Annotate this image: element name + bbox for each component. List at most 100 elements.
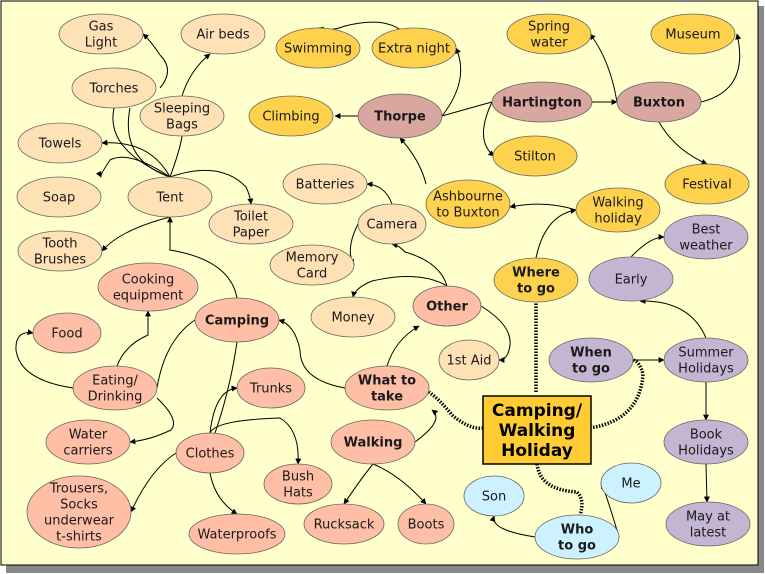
topic-node-shape — [275, 27, 361, 69]
connector-line — [489, 515, 536, 538]
topic-node-shape — [32, 312, 102, 354]
topic-node-soap[interactable]: Soap — [16, 176, 102, 218]
topic-node-museum[interactable]: Museum — [650, 13, 736, 55]
connector-line — [630, 234, 665, 258]
connector-line — [209, 385, 238, 434]
topic-node-label: Holidays — [678, 444, 734, 459]
topic-node-label: Eating/ — [92, 374, 138, 389]
topic-node-label: Soap — [43, 191, 75, 206]
topic-node-label: Festival — [682, 178, 732, 193]
topic-node-buxton[interactable]: Buxton — [616, 81, 702, 123]
topic-node-money[interactable]: Money — [310, 296, 396, 338]
topic-node-shape — [344, 365, 430, 411]
topic-node-label: Hartington — [502, 96, 582, 111]
topic-node-label: Air beds — [196, 28, 249, 43]
topic-node-boots[interactable]: Boots — [397, 503, 455, 545]
topic-node-label: Trunks — [249, 382, 292, 397]
connector-line — [480, 305, 511, 363]
topic-node-label: Money — [331, 311, 374, 326]
topic-node-tent[interactable]: Tent — [127, 176, 213, 218]
topic-node-walking[interactable]: Walking — [330, 419, 416, 465]
topic-node-camping[interactable]: Camping — [194, 297, 280, 343]
topic-node-early[interactable]: Early — [588, 256, 674, 302]
topic-node-label: Brushes — [34, 253, 87, 268]
topic-node-camera[interactable]: Camera — [357, 203, 427, 245]
topic-node-swimming[interactable]: Swimming — [275, 27, 361, 69]
connector-line — [639, 297, 707, 339]
topic-node-label: Bags — [166, 118, 198, 133]
connector-line — [703, 463, 710, 503]
topic-node-climbing[interactable]: Climbing — [248, 95, 334, 137]
topic-node-label: Rucksack — [314, 518, 375, 533]
topic-node-aid[interactable]: 1st Aid — [438, 339, 500, 381]
topic-node-shape — [357, 203, 427, 245]
topic-node-son[interactable]: Son — [463, 475, 525, 517]
topic-node-airbeds[interactable]: Air beds — [180, 13, 266, 55]
topic-node-thorpe[interactable]: Thorpe — [357, 93, 443, 139]
topic-node-label: Walking — [592, 196, 643, 211]
topic-node-label: Son — [482, 490, 506, 505]
topic-node-me[interactable]: Me — [600, 462, 662, 504]
topic-node-label: Book — [690, 428, 723, 443]
topic-node-festival[interactable]: Festival — [664, 163, 750, 205]
topic-node-torches[interactable]: Torches — [71, 67, 157, 109]
topic-node-label: carriers — [63, 444, 113, 459]
topic-node-label: Paper — [233, 226, 270, 241]
topic-node-hartington[interactable]: Hartington — [491, 81, 593, 123]
connector-line — [658, 121, 708, 165]
connector-line — [372, 463, 427, 505]
topic-node-rucksack[interactable]: Rucksack — [303, 503, 385, 545]
topic-node-label: Trousers, — [49, 482, 108, 497]
topic-node-other[interactable]: Other — [412, 285, 482, 327]
topic-node-stilton[interactable]: Stilton — [492, 135, 578, 177]
topic-node-label: Water — [69, 428, 108, 443]
connector-line — [130, 452, 177, 513]
topic-node-extranight[interactable]: Extra night — [371, 27, 457, 69]
topic-node-waterproofs[interactable]: Waterproofs — [188, 513, 286, 555]
connector-line — [509, 203, 577, 211]
connector-line — [483, 101, 495, 157]
topic-node-food[interactable]: Food — [32, 312, 102, 354]
topic-node-shape — [588, 256, 674, 302]
topic-node-label: Museum — [665, 28, 720, 43]
topic-node-shape — [616, 81, 702, 123]
connector-line — [391, 242, 448, 287]
topic-node-trunks[interactable]: Trunks — [236, 367, 306, 409]
topic-node-label: Drinking — [88, 390, 143, 405]
topic-node-label: Spring — [528, 20, 570, 35]
topic-node-shape — [303, 503, 385, 545]
topic-node-batteries[interactable]: Batteries — [282, 163, 368, 205]
topic-node-shape — [269, 244, 355, 286]
topic-node-shape — [175, 432, 245, 474]
topic-node-label: Camera — [366, 218, 417, 233]
topic-node-clothes[interactable]: Clothes — [175, 432, 245, 474]
topic-node-eating[interactable]: Eating/Drinking — [72, 365, 158, 411]
topic-node-shape — [663, 214, 749, 260]
topic-node-label: Socks — [60, 498, 98, 513]
topic-node-label: Extra night — [378, 42, 450, 57]
topic-node-towels[interactable]: Towels — [17, 122, 103, 164]
